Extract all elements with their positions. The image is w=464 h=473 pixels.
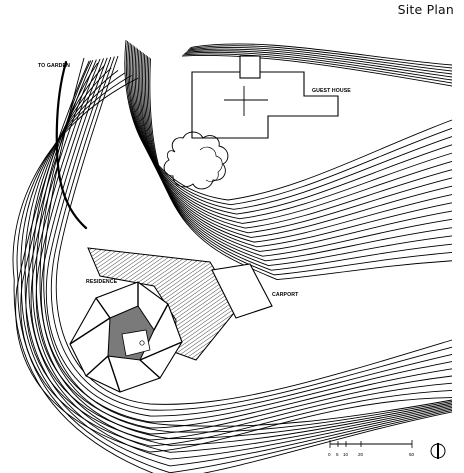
contour-line-slope bbox=[131, 45, 453, 224]
contour-line-inner bbox=[50, 56, 453, 411]
contour-line-slope bbox=[125, 41, 453, 206]
contour-line-slope bbox=[133, 46, 453, 229]
contour-line-slope bbox=[147, 57, 453, 276]
contour-line-slope bbox=[146, 56, 453, 271]
contour-line-outer bbox=[20, 72, 453, 467]
label-carport: CARPORT bbox=[272, 292, 299, 298]
guest-house-building bbox=[191, 55, 339, 139]
scale-tick-20: 20 bbox=[358, 452, 364, 457]
contour-line-outer bbox=[12, 77, 453, 473]
contour-line-inner bbox=[20, 60, 453, 447]
contour-line-top bbox=[181, 55, 453, 87]
contour-lines bbox=[12, 39, 453, 473]
contour-line-slope bbox=[145, 55, 453, 266]
garden-path bbox=[55, 60, 88, 230]
contour-line-inner bbox=[40, 57, 453, 423]
label-residence: RESIDENCE bbox=[86, 279, 118, 285]
contour-line-outer bbox=[28, 67, 453, 453]
north-arrow-icon bbox=[430, 443, 446, 459]
contour-line-slope bbox=[143, 54, 453, 262]
contour-line-slope bbox=[136, 48, 453, 238]
plan-title: Site Plan bbox=[397, 2, 454, 17]
contour-line-slope bbox=[140, 51, 453, 252]
contour-line-outer bbox=[16, 74, 453, 473]
contour-line-outer bbox=[35, 62, 453, 440]
contour-line-inner bbox=[15, 60, 453, 453]
contour-line-inner bbox=[45, 57, 453, 417]
carport-building bbox=[211, 263, 273, 319]
contour-line-slope bbox=[134, 47, 453, 234]
contour-line-top bbox=[185, 50, 453, 78]
scale-tick-10: 10 bbox=[343, 452, 349, 457]
scale-tick-0: 0 bbox=[328, 452, 331, 457]
contour-line-slope bbox=[127, 42, 453, 210]
contour-line-slope bbox=[149, 58, 453, 281]
scale-bar: 0 5 10 20 50 bbox=[328, 440, 415, 457]
label-to-garden: TO GARDEN bbox=[38, 63, 70, 69]
contour-line-slope bbox=[142, 52, 453, 257]
contour-line-slope bbox=[130, 44, 453, 220]
contour-line-outer bbox=[24, 70, 453, 460]
contour-line-top bbox=[189, 45, 453, 69]
contour-line-top bbox=[190, 43, 453, 66]
residence-building bbox=[69, 281, 183, 393]
contour-line-slope bbox=[128, 43, 453, 215]
contour-line-top bbox=[186, 48, 453, 75]
scale-tick-50: 50 bbox=[409, 452, 415, 457]
contour-line-inner bbox=[35, 58, 453, 429]
contour-line-top bbox=[183, 53, 453, 84]
contour-line-slope bbox=[137, 49, 453, 243]
contour-line-inner bbox=[55, 55, 453, 405]
contour-line-outer bbox=[39, 60, 453, 433]
label-guest-house: GUEST HOUSE bbox=[312, 88, 351, 94]
contour-line-top bbox=[187, 46, 453, 72]
contour-line-inner bbox=[25, 59, 453, 441]
tree bbox=[163, 131, 229, 190]
contour-line-top bbox=[184, 51, 453, 81]
contour-line-inner bbox=[30, 58, 453, 435]
contour-line-slope bbox=[139, 50, 453, 248]
scale-tick-5: 5 bbox=[336, 452, 339, 457]
contour-line-slope bbox=[124, 39, 453, 201]
